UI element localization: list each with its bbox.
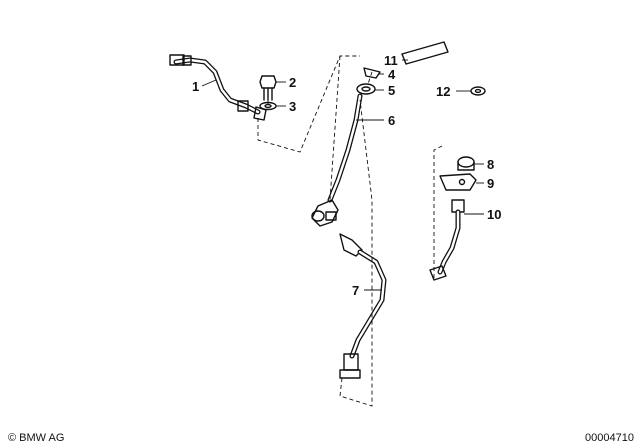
callout-11: 11 — [384, 53, 398, 68]
part-6-brake-pipe — [311, 93, 363, 227]
part-2-banjo-bolt — [259, 75, 277, 101]
leader-lines — [201, 59, 484, 291]
part-4-clip — [363, 67, 381, 79]
callout-2: 2 — [289, 75, 296, 90]
part-10-brake-line — [429, 199, 465, 281]
part-9-bracket — [439, 173, 477, 191]
callout-5: 5 — [388, 83, 395, 98]
callout-12: 12 — [436, 84, 450, 99]
part-11-strip — [401, 41, 449, 65]
callout-9: 9 — [487, 176, 494, 191]
callout-8: 8 — [487, 157, 494, 172]
callout-4: 4 — [388, 67, 396, 82]
callout-10: 10 — [487, 207, 501, 222]
part-12-washer — [470, 86, 486, 96]
part-1-brake-line — [169, 54, 267, 121]
copyright-label: © BMW AG — [8, 432, 65, 444]
callout-1: 1 — [192, 79, 199, 94]
part-5-grommet — [356, 83, 376, 95]
diagram-number: 00004710 — [585, 432, 634, 444]
part-8-grommet — [457, 156, 475, 171]
callout-7: 7 — [352, 283, 359, 298]
callout-6: 6 — [388, 113, 395, 128]
callout-3: 3 — [289, 99, 296, 114]
part-7-brake-hose — [339, 233, 387, 379]
